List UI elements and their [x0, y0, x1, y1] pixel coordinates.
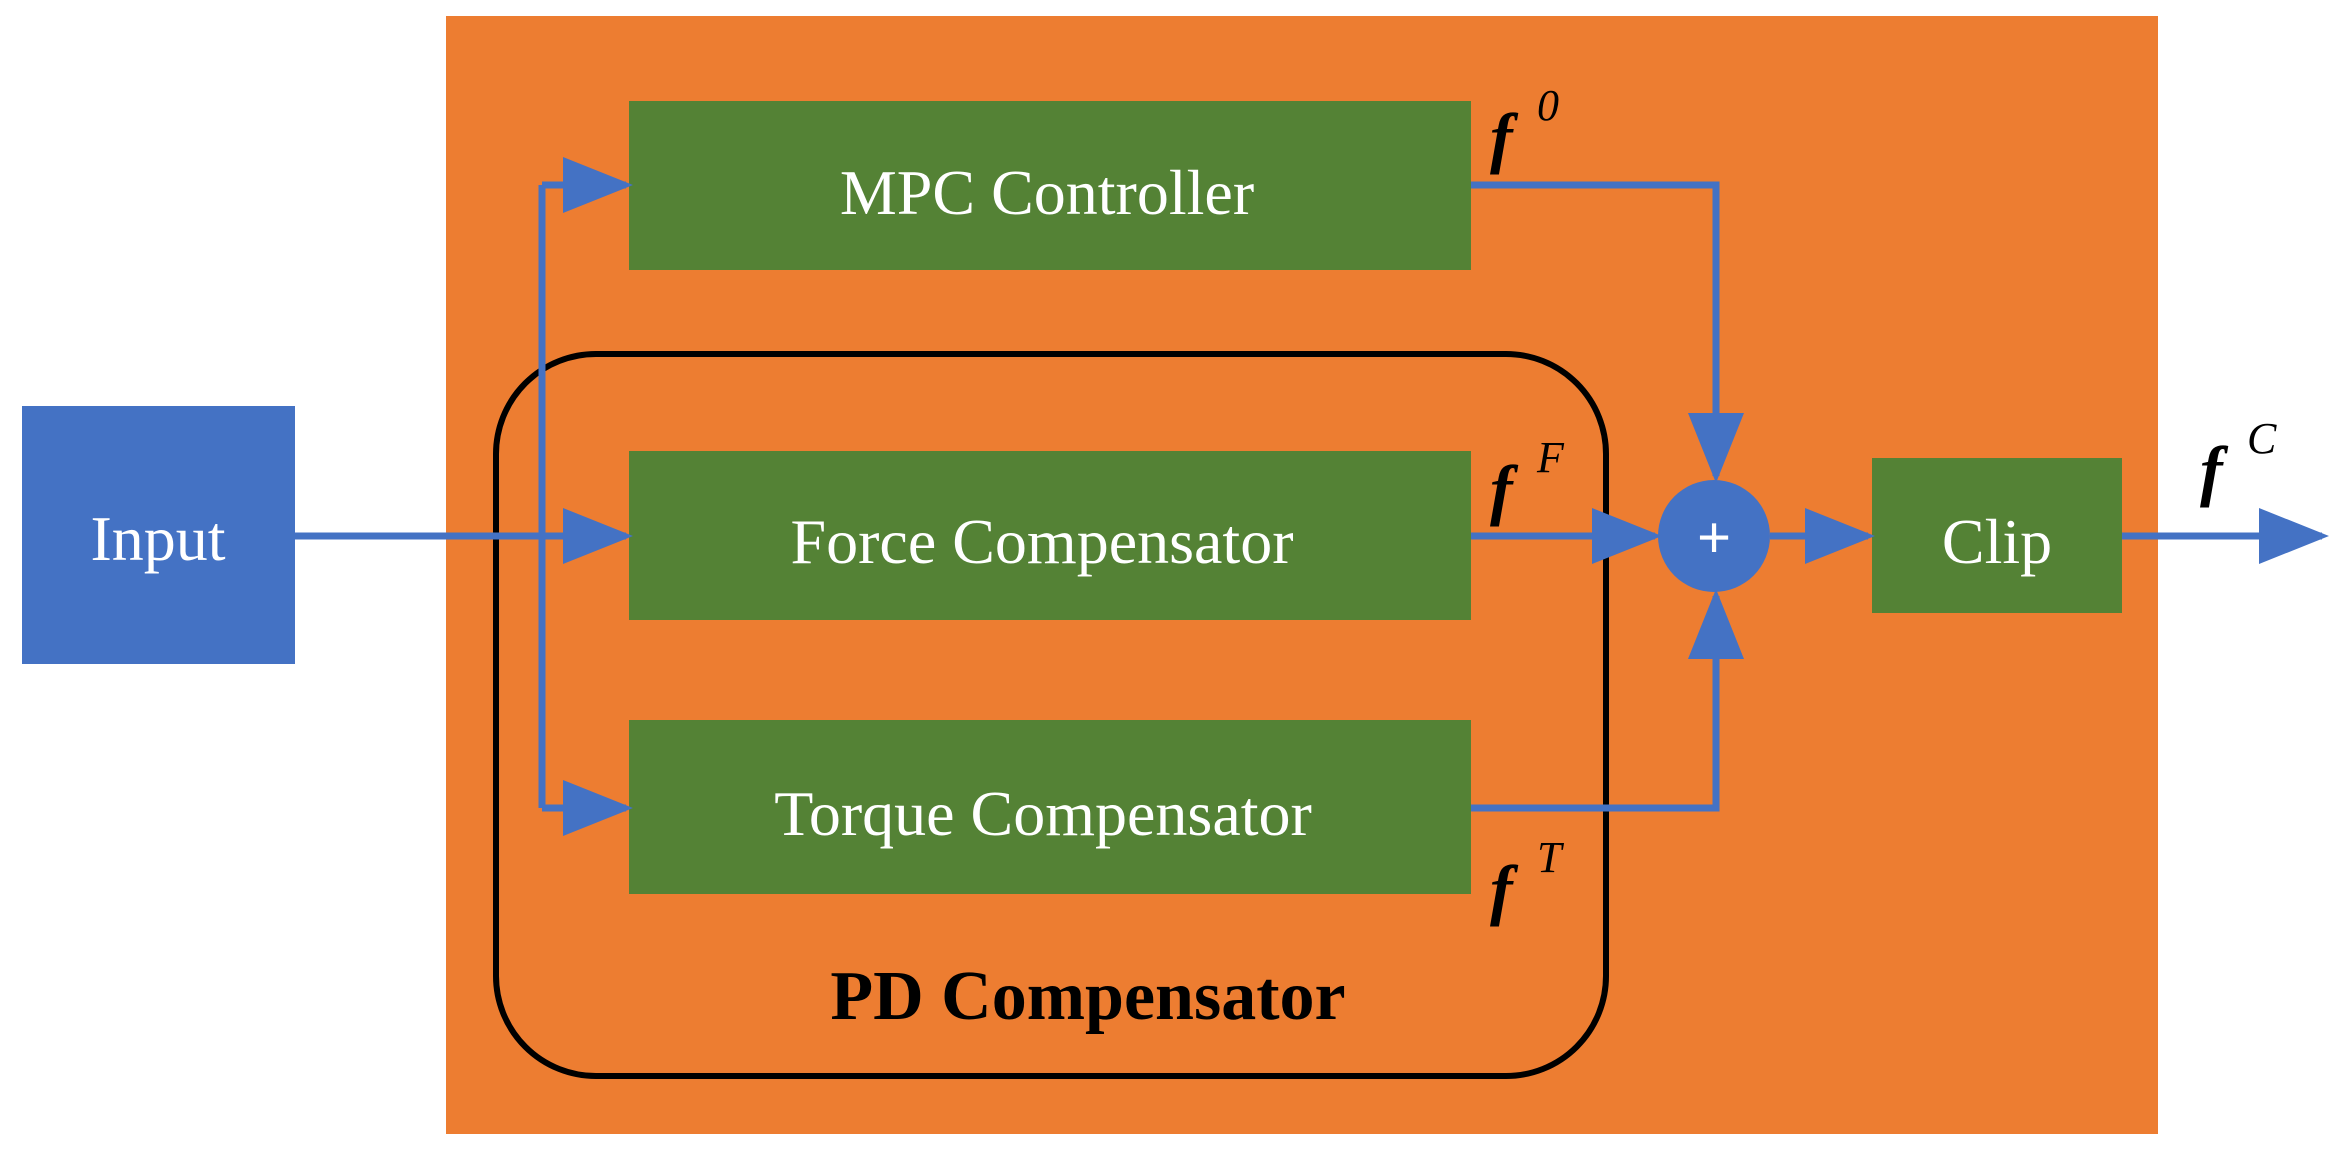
- torque-compensator-block: [629, 720, 1471, 894]
- mpc-to-sum-arrow: [1471, 181, 1744, 483]
- summing-junction: [1658, 480, 1770, 592]
- fF-superscript: F: [1536, 433, 1565, 482]
- pd-compensator-label: PD Compensator: [830, 958, 1345, 1035]
- fT-superscript: T: [1537, 833, 1565, 882]
- torque-to-sum-arrow: [1471, 589, 1744, 812]
- summing-junction-symbol: +: [1697, 505, 1731, 570]
- signal-arrows: [295, 157, 2329, 836]
- fC-superscript: C: [2247, 414, 2277, 463]
- force-compensator-block: [629, 451, 1471, 620]
- clip-block: [1872, 458, 2122, 613]
- signal-label-fC: f C: [2200, 414, 2277, 508]
- force-compensator-label: Force Compensator: [791, 506, 1294, 577]
- input-block-label: Input: [90, 503, 225, 574]
- mpc-controller-label: MPC Controller: [840, 157, 1254, 228]
- fC-base: f: [2200, 432, 2229, 508]
- torque-compensator-label: Torque Compensator: [774, 778, 1312, 849]
- pd-compensator-group: [493, 351, 1609, 1079]
- mpc-controller-block: [629, 101, 1471, 270]
- input-block: [22, 406, 295, 664]
- f0-superscript: 0: [1537, 81, 1559, 130]
- clip-block-label: Clip: [1942, 506, 2052, 577]
